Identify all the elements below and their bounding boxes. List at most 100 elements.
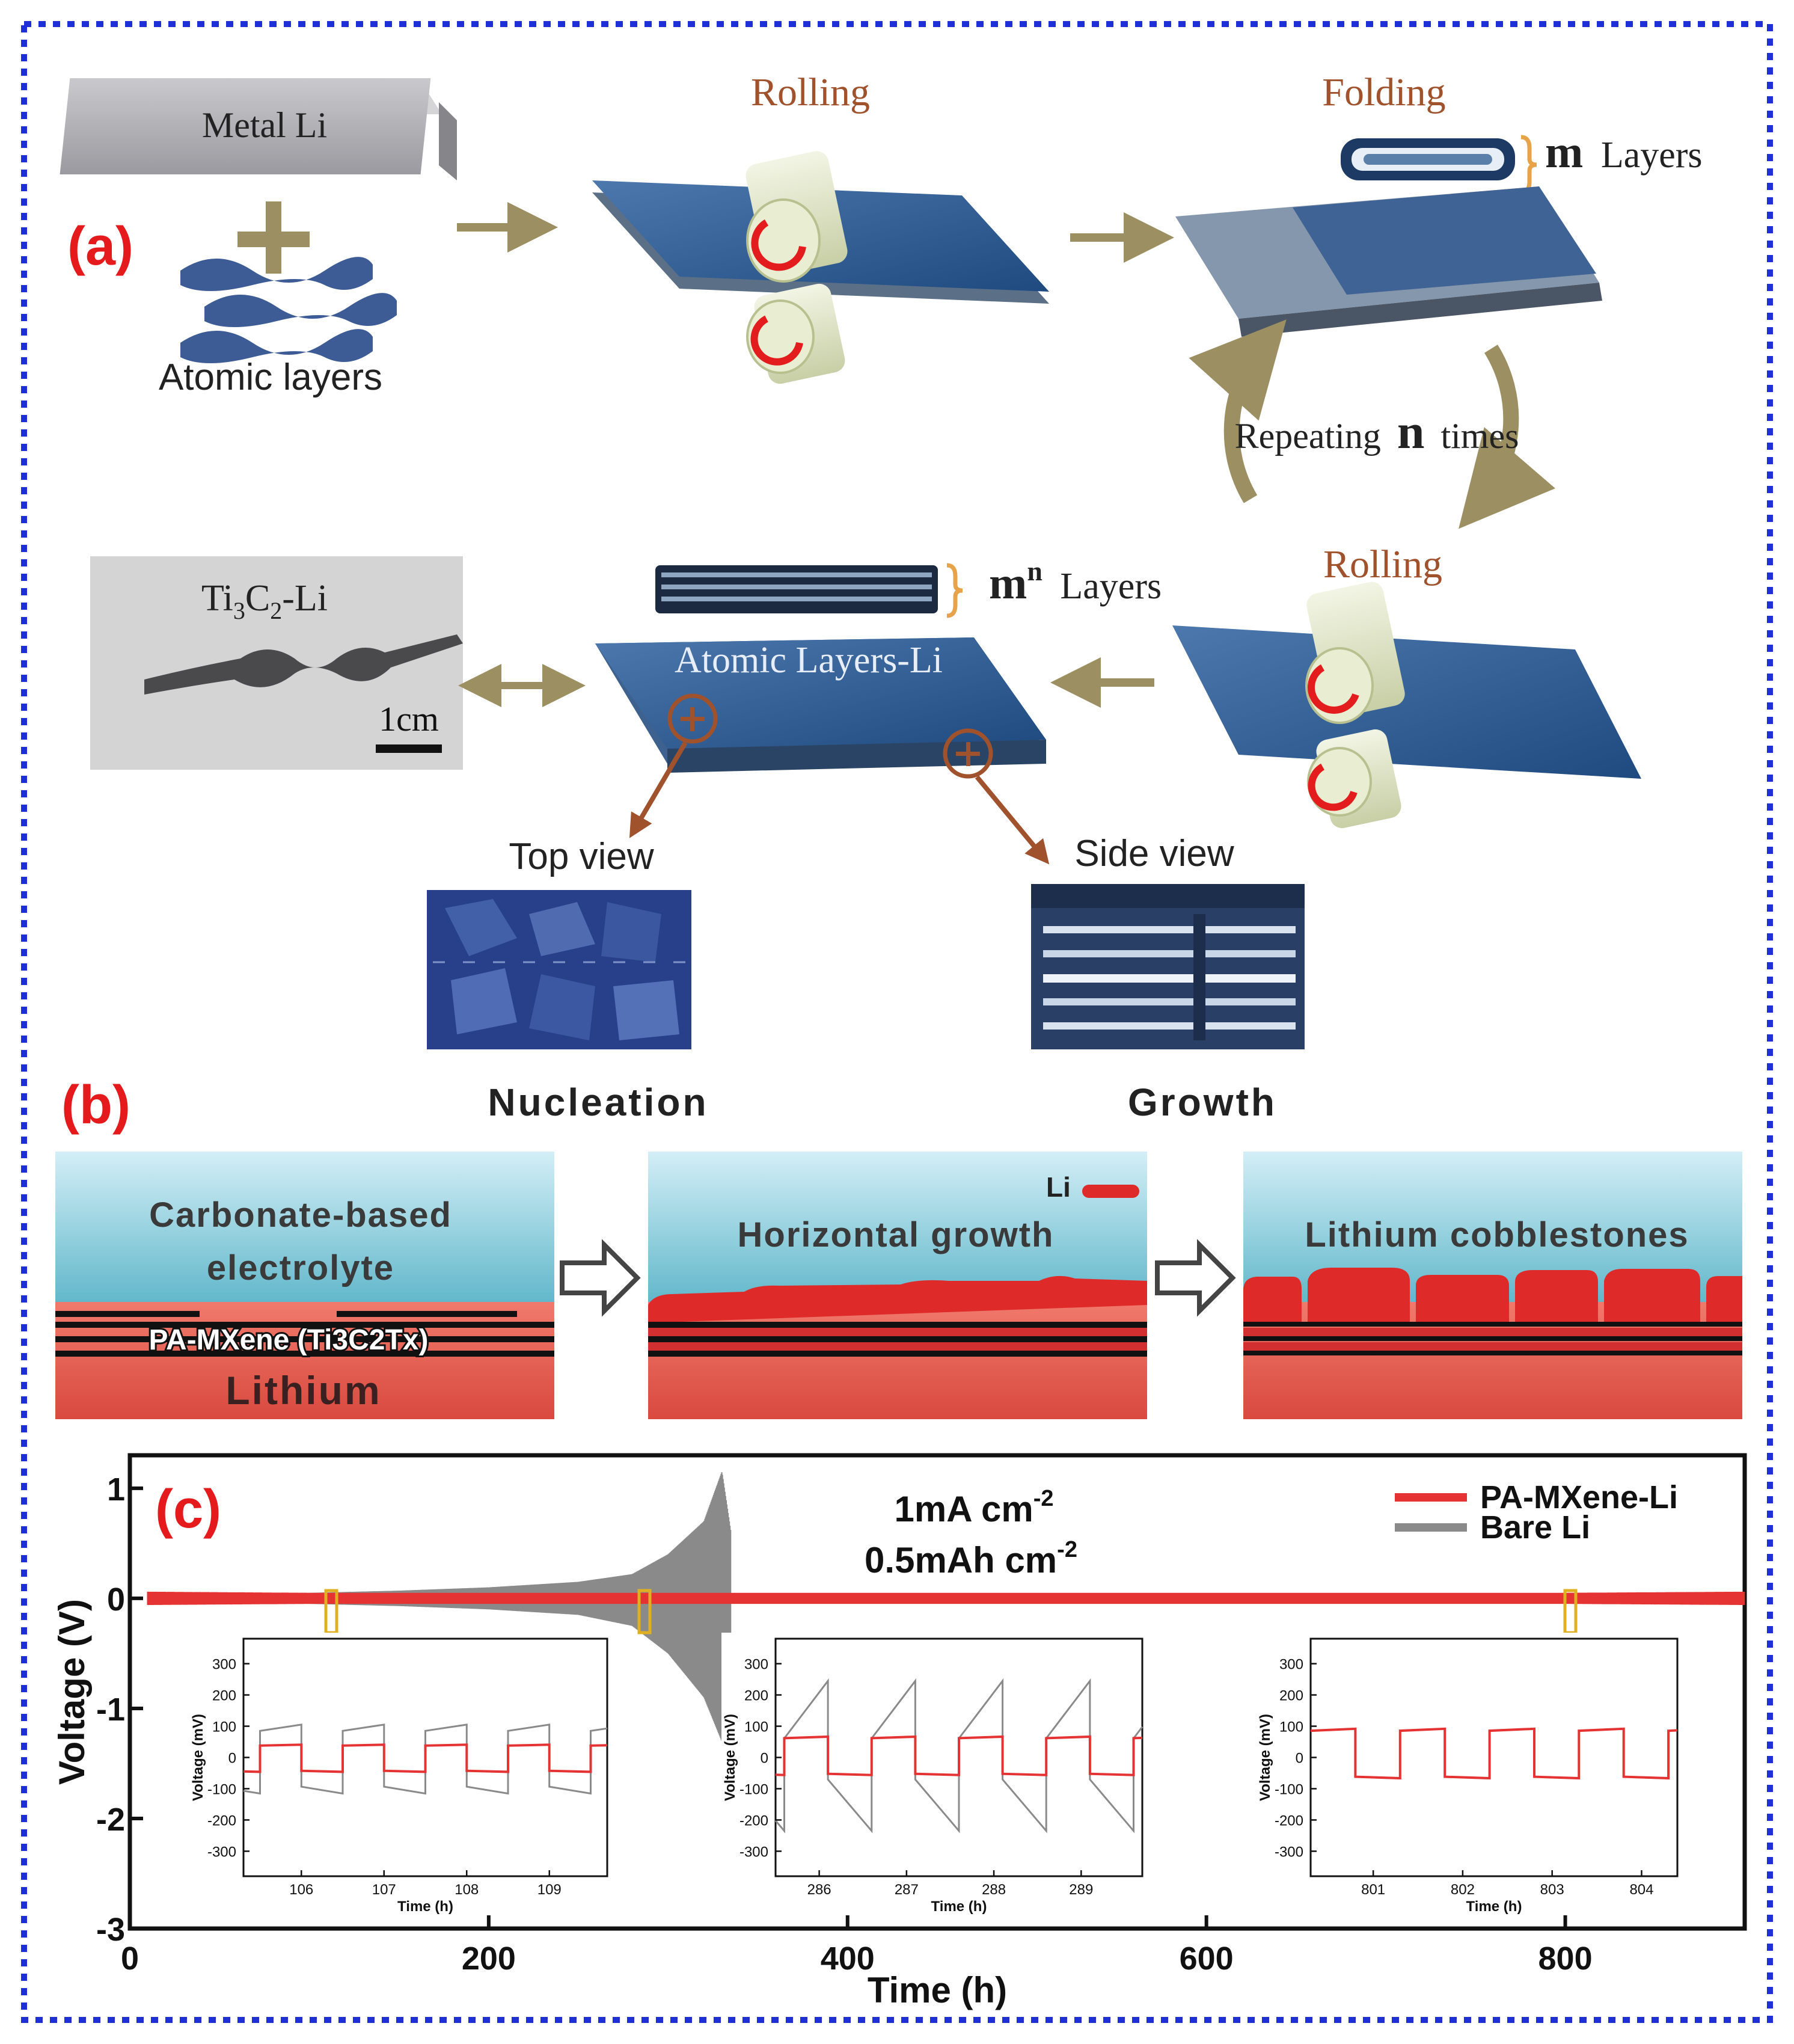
inset-y-tick-label: 300: [212, 1657, 236, 1673]
rolling-sheet-top: [592, 151, 1049, 384]
repeat-loop: Repeating n times: [1189, 319, 1555, 529]
inset-y-tick-label: 100: [744, 1719, 768, 1736]
inset-y-tick-label: 300: [1279, 1657, 1303, 1673]
mn-layers-label: mn Layers: [989, 548, 1162, 609]
stage-box-3: Lithium cobblestones: [1243, 1152, 1742, 1419]
main-plot-frame: [127, 1453, 1747, 1931]
inset-y-tick-label: -100: [1275, 1781, 1303, 1797]
inset-y-tick-label: -200: [1275, 1812, 1303, 1829]
inset-y-tick-label: 0: [1296, 1751, 1303, 1767]
inset-y-tick-label: -300: [207, 1844, 236, 1860]
inset-x-tick-label: 288: [982, 1882, 1006, 1898]
inset-x-tick-label: 801: [1361, 1882, 1385, 1898]
figure-frame: [21, 21, 1773, 2023]
inset-x-tick-label: 106: [289, 1882, 313, 1898]
stage-box-2: Horizontal growth Li: [648, 1152, 1147, 1419]
rolling-bottom-label: Rolling: [1323, 542, 1442, 586]
inset-x-tick-label: 802: [1451, 1882, 1475, 1898]
mxene-flakes: [55, 1311, 554, 1357]
x-tick-label: 800: [1538, 1941, 1593, 1977]
rolling-top-label: Rolling: [751, 70, 870, 114]
roller-lower: [746, 283, 845, 384]
top-view-label: Top view: [509, 836, 654, 877]
mxene-flakes: [1243, 1322, 1742, 1355]
scale-bar-label: 1cm: [379, 699, 439, 738]
li-legend-swatch: [1082, 1185, 1139, 1198]
inset-series-pa-mxene-li: [1310, 1727, 1678, 1780]
li-cobblestones: [1243, 1268, 1742, 1323]
x-tick-label: 200: [462, 1941, 516, 1977]
horizontal-growth-label: Horizontal growth: [738, 1215, 1055, 1254]
side-view-image: [1031, 884, 1305, 1049]
inset-y-tick-label: -300: [739, 1844, 768, 1860]
inset-y-tick-label: -200: [207, 1812, 236, 1829]
metal-li-slab: Metal Li: [60, 78, 457, 180]
inset-x-tick-label: 286: [807, 1882, 831, 1898]
inset-x-tick-label: 109: [537, 1882, 562, 1898]
inset-y-tick-label: 300: [744, 1657, 768, 1673]
rotation-arrow-icon: [1307, 664, 1359, 714]
pa-mxene-label: PA-MXene (Ti3C2Tx): [149, 1324, 429, 1356]
side-view-label: Side view: [1074, 833, 1234, 874]
panel-b-label: (b): [61, 1075, 130, 1135]
top-view-image: [427, 890, 691, 1049]
inset-x-axis-label: Time (h): [931, 1898, 987, 1915]
inset-y-tick-label: -100: [739, 1781, 768, 1797]
zoom-box-2: [637, 1589, 652, 1634]
inset-y-tick-label: 100: [1279, 1719, 1303, 1736]
hollow-arrow-icon: [1155, 1239, 1236, 1317]
stage-box-1: Carbonate-based electrolyte PA-MXene (Ti…: [55, 1152, 554, 1419]
series-pa-mxene-li: [147, 1591, 1745, 1605]
panel-c-label: (c): [155, 1479, 221, 1539]
inset-x-tick-label: 803: [1540, 1882, 1564, 1898]
chart-legend: PA-MXene-Li Bare Li: [1395, 1479, 1678, 1545]
x-tick-label: 400: [821, 1941, 875, 1977]
hollow-arrow-icon: [560, 1239, 641, 1317]
mn-layers-stack-icon: [655, 565, 938, 613]
inset-x-tick-label: 108: [455, 1882, 479, 1898]
electrolyte-line-2: electrolyte: [207, 1248, 394, 1287]
rolling-sheet-bottom: [1172, 582, 1641, 829]
zoom-marker-top: [629, 693, 718, 838]
inset-x-axis-label: Time (h): [397, 1898, 453, 1915]
panel-b: (b) Nucleation Growth Carbonate-based el…: [55, 1075, 1742, 1419]
inset-x-tick-label: 804: [1629, 1882, 1653, 1898]
x-tick-label: 600: [1180, 1941, 1234, 1977]
inset-y-tick-label: 200: [744, 1688, 768, 1704]
y-tick-label: 1: [107, 1472, 125, 1508]
inset-series-pa-mxene-li: [775, 1735, 1143, 1776]
mn-layers-brace: [946, 563, 963, 618]
metal-li-label: Metal Li: [202, 105, 327, 145]
inset-y-axis-label: Voltage (mV): [1257, 1714, 1273, 1801]
ti3c2-li-photo: Ti3C2-Li 1cm: [90, 556, 463, 770]
legend-label-pa-mxene-li: PA-MXene-Li: [1480, 1479, 1678, 1515]
inset-series-pa-mxene-li: [243, 1743, 608, 1773]
inset-y-tick-label: 100: [212, 1719, 236, 1736]
atomic-layers-li-sheet: Atomic Layers-Li: [595, 637, 1046, 773]
main-plot-area: [147, 1472, 1745, 1742]
rotation-arrow-icon: [751, 219, 806, 271]
y-tick-label: -2: [96, 1802, 125, 1838]
cobblestones-label: Lithium cobblestones: [1305, 1215, 1689, 1254]
scale-bar: [376, 744, 442, 753]
panel-a: (a) Metal Li Atomic layers Rolling: [60, 70, 1703, 1049]
y-tick-label: -1: [96, 1692, 125, 1728]
repeating-label: Repeating n times: [1235, 404, 1519, 459]
inset-x-axis-label: Time (h): [1466, 1898, 1522, 1915]
inset-frame: [1309, 1637, 1679, 1877]
inset-x-tick-label: 289: [1069, 1882, 1093, 1898]
m-layers-brace: [1520, 135, 1537, 195]
condition-line-2: 0.5mAh cm-2: [865, 1537, 1077, 1580]
atomic-layers-label: Atomic layers: [159, 357, 382, 398]
inset-y-tick-label: -100: [207, 1781, 236, 1797]
inset-y-tick-label: -300: [1275, 1844, 1303, 1860]
inset-x-tick-label: 287: [895, 1882, 919, 1898]
electrolyte-line-1: Carbonate-based: [149, 1195, 452, 1235]
inset-y-tick-label: 200: [212, 1688, 236, 1704]
x-axis-label: Time (h): [868, 1970, 1007, 2010]
legend-label-bare-li: Bare Li: [1480, 1509, 1590, 1545]
inset-y-tick-label: 0: [228, 1751, 236, 1767]
